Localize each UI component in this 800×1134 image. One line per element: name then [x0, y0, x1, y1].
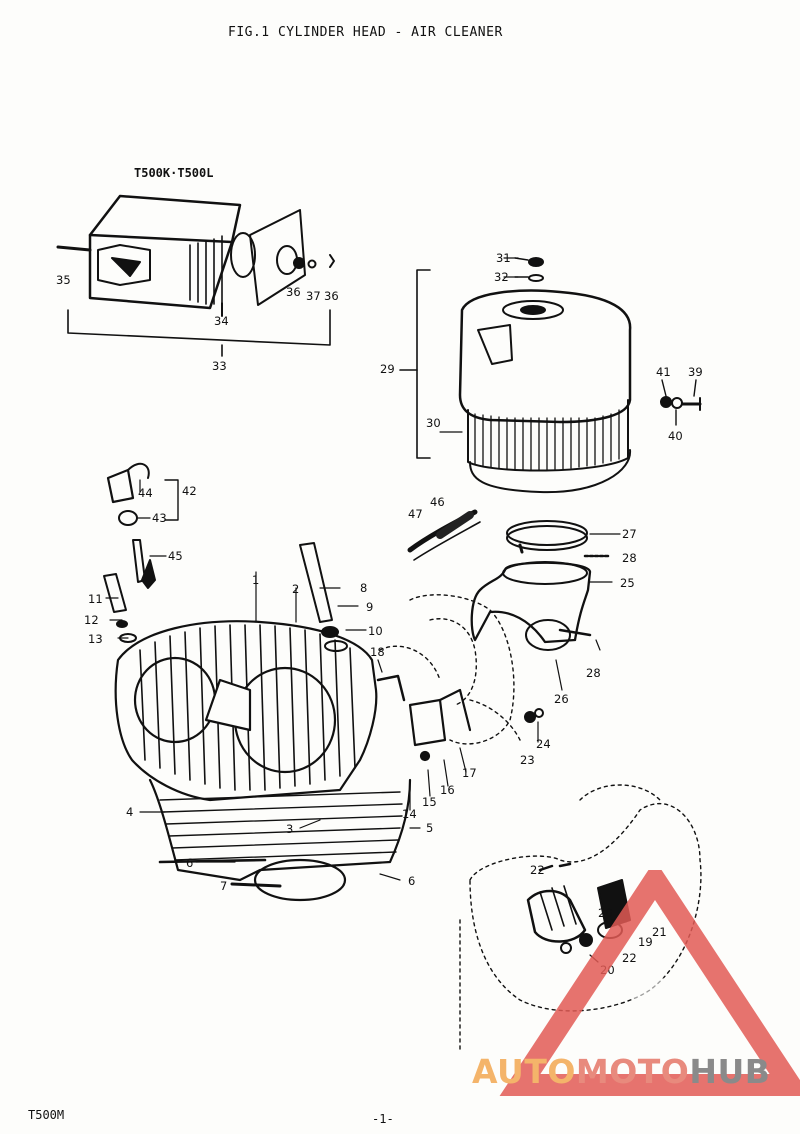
part-label-22a: 22 — [530, 863, 545, 877]
part-label-31: 31 — [496, 251, 511, 265]
part-label-18: 18 — [370, 645, 385, 659]
part-label-40: 40 — [668, 429, 683, 443]
part-label-39: 39 — [688, 365, 703, 379]
part-label-46: 46 — [430, 495, 445, 509]
part-label-6b: 6 — [408, 874, 416, 888]
part-label-6a: 6 — [186, 856, 194, 870]
part-label-41: 41 — [656, 365, 671, 379]
part-label-13: 13 — [88, 632, 103, 646]
part-label-12: 12 — [84, 613, 99, 627]
part-label-43: 43 — [152, 511, 167, 525]
part-label-22b: 22 — [622, 951, 637, 965]
part-label-24: 24 — [536, 737, 551, 751]
figure-title: FIG.1 CYLINDER HEAD - AIR CLEANER — [228, 25, 503, 40]
part-label-29: 29 — [380, 362, 395, 376]
part-label-42: 42 — [182, 484, 197, 498]
part-label-14: 14 — [402, 807, 417, 821]
cylinder-head — [114, 620, 378, 802]
part-label-36a: 36 — [286, 285, 301, 299]
spark-plug-cap-assembly — [106, 462, 179, 589]
part-label-45: 45 — [168, 549, 183, 563]
part-label-37: 37 — [306, 289, 321, 303]
air-cleaner-assembly — [399, 257, 702, 494]
part-label-19: 19 — [638, 935, 653, 949]
part-label-44: 44 — [138, 486, 153, 500]
cylinder-block — [148, 674, 472, 902]
footer-model: T500M — [28, 1108, 65, 1122]
part-label-35: 35 — [56, 273, 71, 287]
part-label-30: 30 — [426, 416, 441, 430]
part-label-4: 4 — [126, 805, 134, 819]
page-number: -1- — [372, 1112, 394, 1126]
part-label-27: 27 — [622, 527, 637, 541]
part-label-32: 32 — [494, 270, 509, 284]
watermark-text: AUTOMOTOHUB — [472, 1052, 770, 1091]
part-label-2: 2 — [292, 582, 300, 596]
automotohub-logo-icon — [499, 870, 800, 1096]
part-label-34: 34 — [214, 314, 229, 328]
part-label-25: 25 — [620, 576, 635, 590]
part-label-9: 9 — [366, 600, 374, 614]
part-label-3: 3 — [286, 822, 294, 836]
carburetor-outline — [379, 594, 521, 745]
part-label-7: 7 — [220, 879, 228, 893]
part-label-11: 11 — [88, 592, 103, 606]
part-label-26: 26 — [554, 692, 569, 706]
air-cleaner-box-assembly — [56, 194, 335, 317]
part-label-47: 47 — [408, 507, 423, 521]
part-label-5: 5 — [426, 821, 434, 835]
part-label-10: 10 — [368, 624, 383, 638]
part-label-28b: 28 — [586, 666, 601, 680]
part-label-17: 17 — [462, 766, 477, 780]
part-label-28a: 28 — [622, 551, 637, 565]
stud-bolts — [103, 542, 348, 652]
watermark-moto: MOTO — [575, 1052, 690, 1091]
part-label-36b: 36 — [324, 289, 339, 303]
part-label-33: 33 — [212, 359, 227, 373]
part-label-20a: 20 — [598, 906, 613, 920]
watermark-auto: AUTO — [472, 1052, 576, 1091]
part-label-8: 8 — [360, 581, 368, 595]
part-label-16: 16 — [440, 783, 455, 797]
part-label-21: 21 — [652, 925, 667, 939]
part-label-23: 23 — [520, 753, 535, 767]
model-subtitle: T500K·T500L — [134, 166, 214, 180]
part-label-15: 15 — [422, 795, 437, 809]
part-label-1: 1 — [252, 573, 260, 587]
watermark-hub: HUB — [689, 1052, 771, 1091]
intake-elbow-assembly — [407, 509, 612, 723]
